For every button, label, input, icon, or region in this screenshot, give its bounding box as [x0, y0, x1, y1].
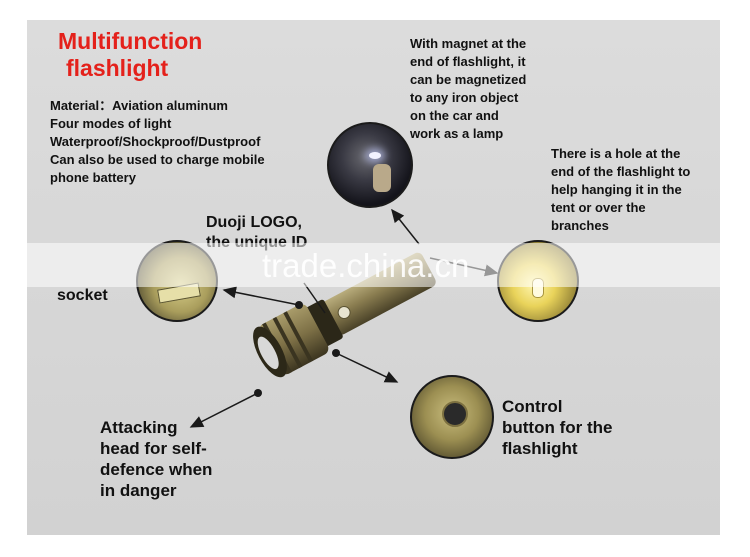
- flashlight-lens: [257, 336, 279, 370]
- head-pointer-arrow: [189, 392, 259, 428]
- spec-item: Four modes of light: [50, 116, 172, 131]
- caption-line: end of flashlight, it: [410, 54, 526, 69]
- caption-line: can be magnetized: [410, 72, 527, 87]
- caption-line: head for self-: [100, 439, 207, 458]
- control-pointer-arrow: [335, 352, 399, 383]
- caption-line: Duoji LOGO,: [206, 214, 302, 231]
- socket-pointer-arrow: [222, 286, 300, 306]
- caption-line: help hanging it in the: [551, 182, 682, 197]
- spec-item: Material：Aviation aluminum: [50, 98, 228, 113]
- watermark-text: trade.china.cn: [262, 247, 470, 284]
- spec-item: Can also be used to charge mobile: [50, 152, 265, 167]
- caption-line: flashlight: [502, 439, 578, 458]
- caption-line: With magnet at the: [410, 36, 527, 51]
- attack-caption: Attacking head for self- defence when in…: [100, 417, 212, 501]
- caption-line: branches: [551, 218, 609, 233]
- spec-item: Waterproof/Shockproof/Dustproof: [50, 134, 261, 149]
- logo-pointer-line: [303, 282, 326, 314]
- caption-line: There is a hole at the: [551, 146, 681, 161]
- hole-caption: There is a hole at the end of the flashl…: [551, 145, 690, 235]
- control-button-image: [410, 375, 494, 459]
- watermark-band: [0, 243, 750, 287]
- power-button-icon: [442, 401, 468, 427]
- logo-mark-icon: [337, 305, 351, 319]
- control-caption: Control button for the flashlight: [502, 396, 612, 459]
- caption-line: tent or over the: [551, 200, 646, 215]
- page-title: Multifunction flashlight: [58, 28, 202, 82]
- lamp-light-icon: [369, 152, 381, 159]
- title-line-2: flashlight: [66, 55, 169, 81]
- caption-line: button for the: [502, 418, 613, 437]
- caption-line: to any iron object: [410, 90, 519, 105]
- caption-line: end of the flashlight to: [551, 164, 691, 179]
- magnet-pointer-arrow: [391, 208, 420, 245]
- socket-label: socket: [57, 287, 108, 304]
- caption-line: defence when: [100, 460, 213, 479]
- title-line-1: Multifunction: [58, 28, 203, 54]
- magnet-caption: With magnet at the end of flashlight, it…: [410, 35, 526, 143]
- caption-line: work as a lamp: [410, 126, 504, 141]
- magnet-scene-image: [327, 122, 413, 208]
- caption-line: in danger: [100, 481, 177, 500]
- caption-line: on the car and: [410, 108, 499, 123]
- caption-line: Control: [502, 397, 563, 416]
- person-icon: [373, 164, 391, 192]
- spec-item: phone battery: [50, 170, 136, 185]
- caption-line: Attacking: [100, 418, 178, 437]
- flashlight-collar: [304, 299, 343, 347]
- spec-list: Material：Aviation aluminum Four modes of…: [50, 97, 265, 187]
